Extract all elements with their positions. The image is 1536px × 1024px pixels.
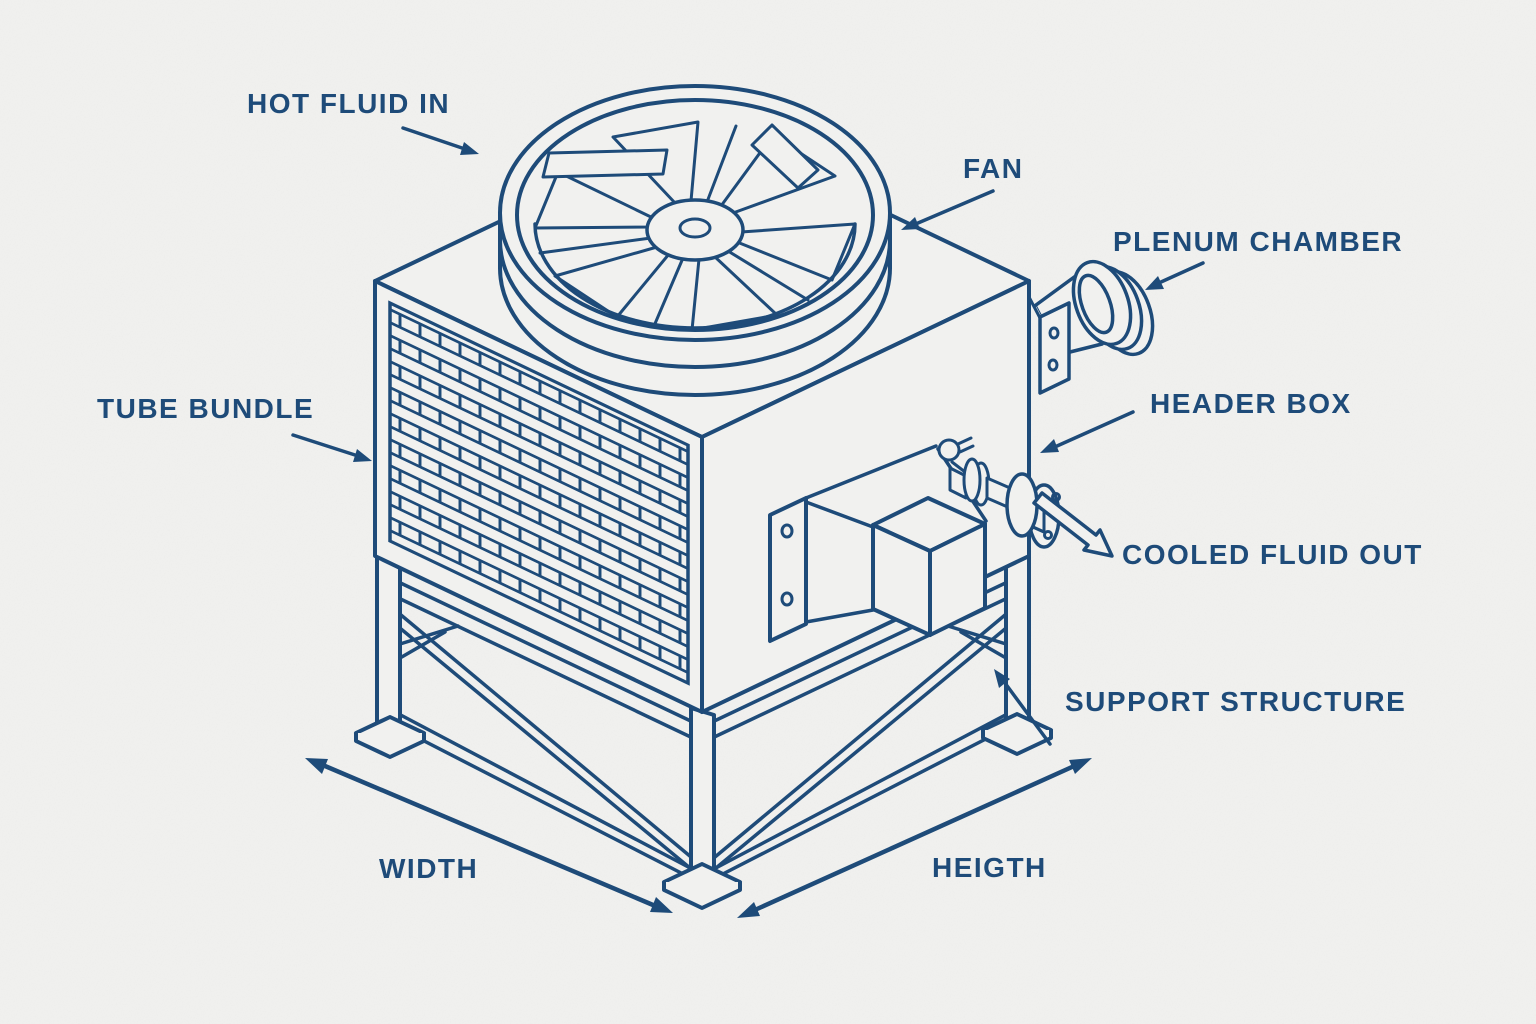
plenum-bracket xyxy=(1038,301,1071,395)
outlet-flange xyxy=(1005,472,1039,538)
fan xyxy=(498,84,892,397)
label-support-structure: SUPPORT STRUCTURE xyxy=(1065,686,1406,717)
header-box-arrow xyxy=(1040,410,1135,453)
fan-arrow xyxy=(901,189,995,230)
hot-fluid-in-arrow xyxy=(401,126,479,155)
plenum-chamber-arrow xyxy=(1145,261,1205,290)
plenum-opening xyxy=(1077,273,1115,335)
label-plenum-chamber: PLENUM CHAMBER xyxy=(1113,226,1403,257)
label-header-box: HEADER BOX xyxy=(1150,388,1352,419)
fan-hub xyxy=(645,198,745,262)
label-fan: FAN xyxy=(963,153,1024,184)
fan-blade-edges xyxy=(538,124,810,328)
fan-blade-tops xyxy=(541,123,820,190)
header-vent xyxy=(937,436,975,474)
labels: HOT FLUID IN FAN PLENUM CHAMBER TUBE BUN… xyxy=(97,88,1423,884)
tube-bundle xyxy=(388,300,690,686)
label-width: WIDTH xyxy=(379,853,478,884)
fan-inner-ring xyxy=(533,222,857,330)
heigth-dimension-arrow xyxy=(737,758,1092,918)
plenum-chamber-nozzle xyxy=(1027,259,1155,395)
support-braces xyxy=(393,608,1013,878)
label-cooled-fluid-out: COOLED FLUID OUT xyxy=(1122,539,1423,570)
fan-drum-bottom xyxy=(498,266,892,397)
fan-blades xyxy=(533,120,857,332)
width-dimension-arrow xyxy=(305,758,673,913)
header-cube xyxy=(871,496,987,637)
base-plates xyxy=(354,712,1053,910)
fan-drum-seam xyxy=(498,238,892,369)
fan-hub-hole xyxy=(678,217,712,239)
label-heigth: HEIGTH xyxy=(932,852,1047,883)
header-mount-plate xyxy=(768,496,808,643)
tube-bundle-lattice xyxy=(388,300,690,686)
label-tube-bundle: TUBE BUNDLE xyxy=(97,393,314,424)
support-structure-arrow xyxy=(994,669,1052,746)
cooled-fluid-out-flow-arrow xyxy=(1032,491,1114,558)
tube-bundle-arrow xyxy=(291,433,372,462)
label-hot-fluid-in: HOT FLUID IN xyxy=(247,88,450,119)
